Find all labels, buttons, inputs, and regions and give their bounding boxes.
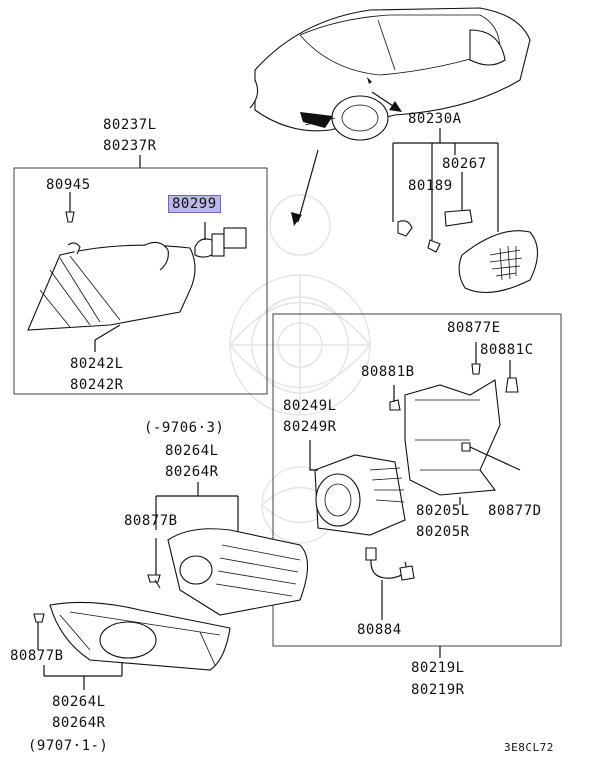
pointer-arrows xyxy=(291,91,402,226)
label-80264-r-bottom: 80264R xyxy=(52,715,106,731)
label-80877d: 80877D xyxy=(488,503,542,519)
label-80884: 80884 xyxy=(357,622,402,638)
label-80219-r: 80219R xyxy=(411,682,465,698)
label-80237-l: 80237L xyxy=(103,117,157,133)
diagram-code: 3E8CL72 xyxy=(504,741,554,754)
label-80264-r-top: 80264R xyxy=(165,464,219,480)
label-80881b: 80881B xyxy=(361,364,415,380)
label-80205-l: 80205L xyxy=(416,503,470,519)
label-80264-l-bottom: 80264L xyxy=(52,694,106,710)
label-80242-r: 80242R xyxy=(70,377,124,393)
label-80242-l: 80242L xyxy=(70,356,124,372)
label-80877b-bottom: 80877B xyxy=(10,648,64,664)
label-80249-l: 80249L xyxy=(283,398,337,414)
car-outline xyxy=(249,7,531,141)
label-80267: 80267 xyxy=(442,156,487,172)
label-date-late: (9707·1-) xyxy=(28,738,109,754)
label-80299-highlighted[interactable]: 80299 xyxy=(168,195,221,213)
label-80189: 80189 xyxy=(408,178,453,194)
watermark-emblem xyxy=(229,194,371,544)
fog-cover-late xyxy=(33,601,231,690)
label-80249-r: 80249R xyxy=(283,419,337,435)
label-80877e: 80877E xyxy=(447,320,501,336)
label-80230a: 80230A xyxy=(408,111,462,127)
label-date-early: (-9706·3) xyxy=(144,420,225,436)
label-80219-l: 80219L xyxy=(411,660,465,676)
label-80877b-top: 80877B xyxy=(124,513,178,529)
label-80881c: 80881C xyxy=(480,342,534,358)
label-80945: 80945 xyxy=(46,177,91,193)
fog-cover-early xyxy=(147,482,309,616)
label-80264-l-top: 80264L xyxy=(165,443,219,459)
corner-lamp-group xyxy=(13,155,268,395)
fog-lamp-group xyxy=(272,313,562,658)
side-marker-group xyxy=(392,128,539,293)
label-80205-r: 80205R xyxy=(416,524,470,540)
label-80237-r: 80237R xyxy=(103,138,157,154)
